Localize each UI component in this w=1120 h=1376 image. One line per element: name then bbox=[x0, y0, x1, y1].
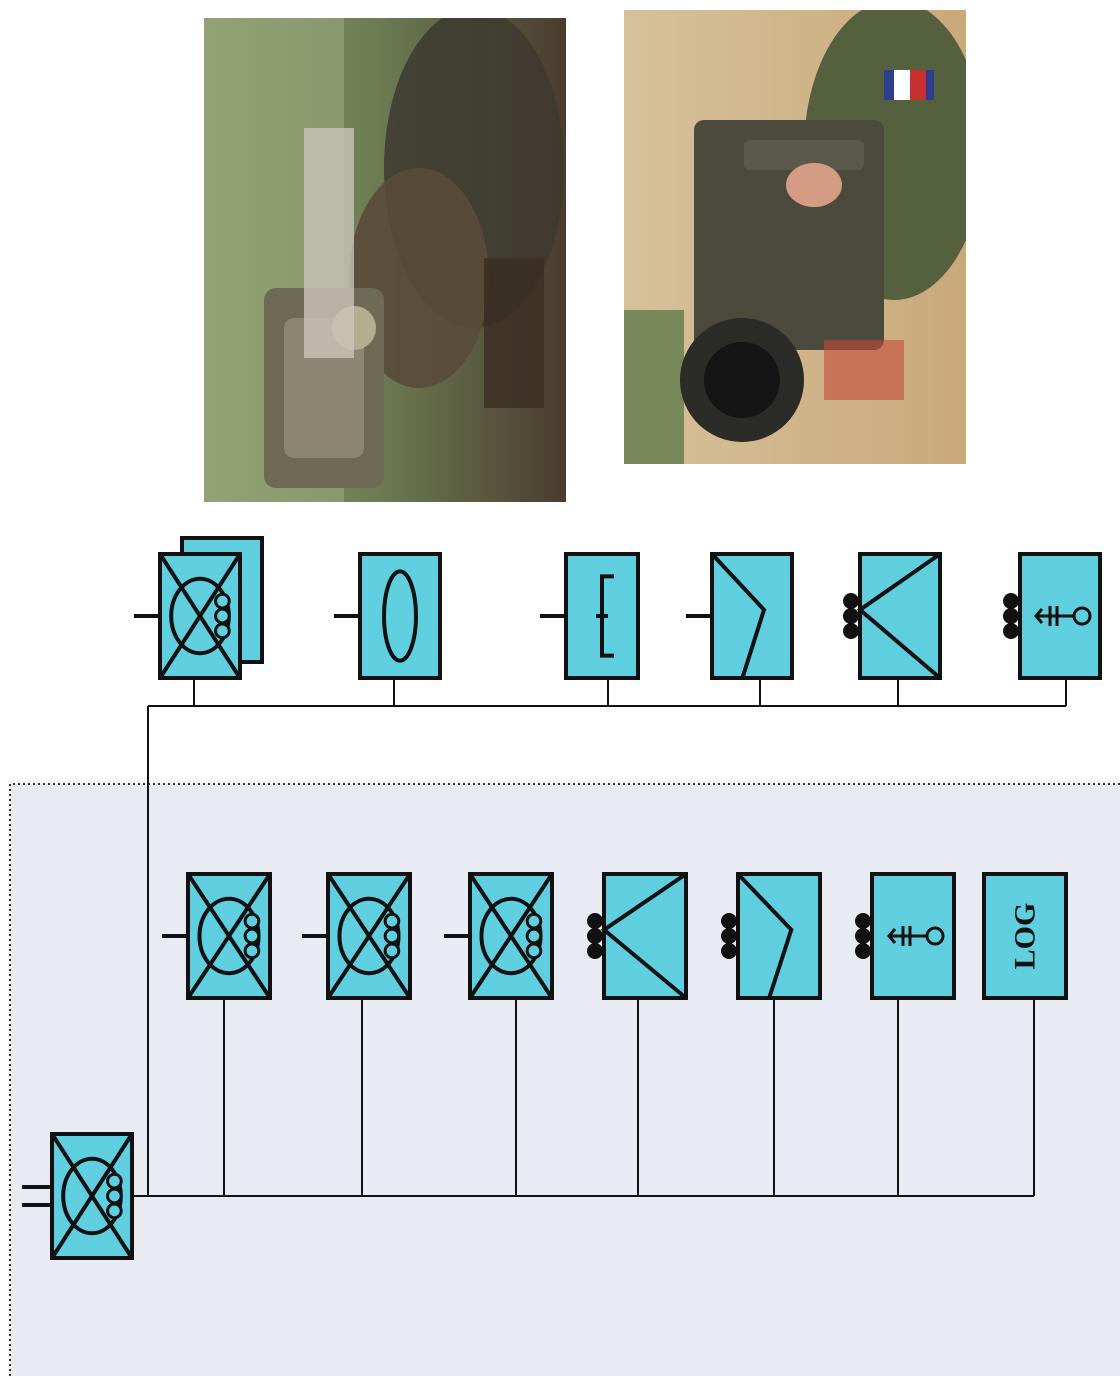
antitank-platoon-echelon-dot-3 bbox=[721, 943, 737, 959]
mech-infantry-company-1-wheel-2 bbox=[245, 929, 259, 943]
mech-infantry-company-3-wheel-3 bbox=[527, 944, 541, 958]
antitank-platoon-echelon-dot-1 bbox=[721, 913, 737, 929]
logistics-unit: LOG bbox=[984, 874, 1066, 998]
top-company-hq-headquarters bbox=[134, 538, 262, 678]
medical-platoon-echelon-dot-2 bbox=[855, 928, 871, 944]
top-engineer-section bbox=[540, 554, 638, 678]
mech-infantry-company-2-wheel-3 bbox=[385, 944, 399, 958]
top-antitank-section-frame bbox=[712, 554, 792, 678]
recon-platoon-echelon-dot-1 bbox=[587, 913, 603, 929]
recon-platoon-echelon-dot-2 bbox=[587, 928, 603, 944]
top-armored-recon-platoon bbox=[843, 554, 940, 678]
top-company-hq-headquarters-wheel-2 bbox=[216, 609, 230, 623]
top-medical-platoon bbox=[1003, 554, 1100, 678]
mech-infantry-company-1-wheel-1 bbox=[245, 914, 259, 928]
top-medical-platoon-echelon-dot-2 bbox=[1003, 608, 1019, 624]
mech-infantry-company-1-wheel-3 bbox=[245, 944, 259, 958]
top-armored-recon-platoon-echelon-dot-2 bbox=[843, 608, 859, 624]
battalion-hq-wheel-2 bbox=[108, 1189, 122, 1203]
mech-infantry-company-3-wheel-2 bbox=[527, 929, 541, 943]
recon-platoon-echelon-dot-3 bbox=[587, 943, 603, 959]
top-armored-recon-platoon-echelon-dot-1 bbox=[843, 593, 859, 609]
mech-infantry-company-2-wheel-2 bbox=[385, 929, 399, 943]
top-company-hq-headquarters-wheel-3 bbox=[216, 624, 230, 638]
medical-platoon-echelon-dot-1 bbox=[855, 913, 871, 929]
medical-platoon-echelon-dot-3 bbox=[855, 943, 871, 959]
top-command-section bbox=[334, 554, 440, 678]
top-medical-platoon-echelon-dot-3 bbox=[1003, 623, 1019, 639]
mech-infantry-company-2-wheel-1 bbox=[385, 914, 399, 928]
mech-infantry-company-3-wheel-1 bbox=[527, 914, 541, 928]
top-armored-recon-platoon-echelon-dot-3 bbox=[843, 623, 859, 639]
battalion-hq-wheel-3 bbox=[108, 1204, 122, 1218]
top-antitank-section bbox=[686, 554, 792, 678]
top-company-hq-headquarters-wheel-1 bbox=[216, 594, 230, 608]
antitank-platoon-frame bbox=[738, 874, 820, 998]
top-armored-recon-platoon-frame bbox=[860, 554, 940, 678]
recon-platoon-frame bbox=[604, 874, 686, 998]
antitank-platoon-echelon-dot-2 bbox=[721, 928, 737, 944]
logistics-unit-label: LOG bbox=[1009, 903, 1042, 970]
top-medical-platoon-echelon-dot-1 bbox=[1003, 593, 1019, 609]
battalion-hq-wheel-1 bbox=[108, 1174, 122, 1188]
